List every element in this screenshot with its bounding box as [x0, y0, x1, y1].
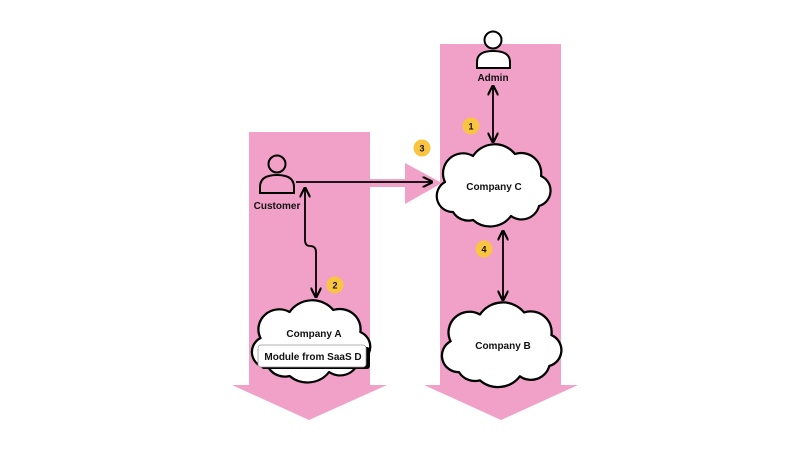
company-a-cloud: Company A Module from SaaS D — [250, 299, 372, 384]
svg-text:4: 4 — [481, 245, 486, 255]
person-icon — [259, 154, 295, 194]
person-icon — [476, 30, 511, 69]
company-b-cloud: Company B — [440, 301, 563, 389]
company-c-cloud: Company C — [435, 143, 552, 228]
customer-label: Customer — [254, 201, 301, 212]
admin-actor: Admin — [476, 30, 511, 84]
edge-customer-company-a — [305, 188, 316, 297]
company-a-label: Company A — [286, 329, 341, 340]
company-b-label: Company B — [475, 341, 531, 352]
customer-actor: Customer — [254, 154, 301, 212]
company-c-label: Company C — [466, 182, 522, 193]
admin-label: Admin — [477, 73, 508, 84]
badge-2: 2 — [326, 276, 344, 294]
module-label: Module from SaaS D — [264, 352, 361, 363]
badge-3: 3 — [413, 139, 431, 157]
svg-text:3: 3 — [419, 144, 424, 154]
module-box: Module from SaaS D — [257, 344, 370, 369]
badge-1: 1 — [462, 117, 480, 135]
badge-4: 4 — [475, 240, 493, 258]
svg-text:1: 1 — [468, 122, 473, 132]
svg-text:2: 2 — [332, 281, 337, 291]
flow-arrow-small — [370, 163, 442, 204]
